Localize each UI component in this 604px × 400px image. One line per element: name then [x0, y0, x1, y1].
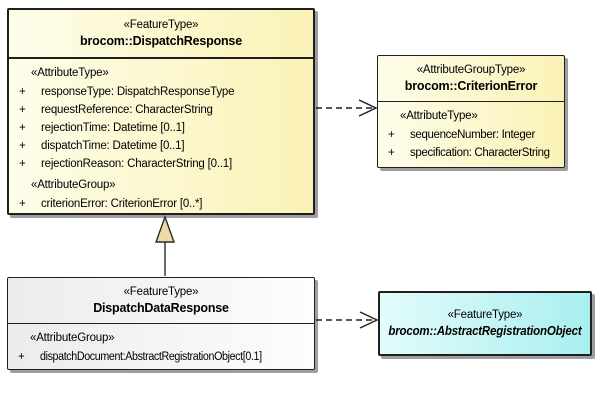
- class-name: brocom::DispatchResponse: [80, 33, 242, 48]
- attribute-row: + requestReference: CharacterString: [9, 101, 313, 119]
- visibility-sign: +: [19, 158, 26, 170]
- visibility-sign: +: [388, 129, 395, 141]
- visibility-sign: +: [19, 122, 26, 134]
- attribute-text: rejectionTime: Datetime [0..1]: [41, 122, 185, 134]
- visibility-sign: +: [388, 147, 395, 159]
- open-arrowhead-icon: [359, 311, 379, 329]
- attribute-text: responseType: DispatchResponseType: [41, 86, 235, 98]
- class-header: «FeatureType» brocom::DispatchResponse: [9, 10, 313, 59]
- class-header: «AttributeGroupType» brocom::CriterionEr…: [378, 56, 564, 102]
- section-heading: «AttributeGroup»: [30, 332, 115, 344]
- stereotype-label: «FeatureType»: [447, 308, 523, 321]
- dependency-connector-dispatchdataresponse-to-abstractregistrationobject[interactable]: [316, 311, 379, 329]
- section-heading: «AttributeType»: [400, 110, 478, 122]
- stereotype-label: «FeatureType»: [123, 18, 199, 31]
- class-name: brocom::AbstractRegistrationObject: [388, 323, 582, 338]
- class-header: «FeatureType» brocom::AbstractRegistrati…: [380, 293, 590, 354]
- attribute-row: + responseType: DispatchResponseType: [9, 83, 313, 101]
- visibility-sign: +: [19, 198, 26, 210]
- stereotype-label: «FeatureType»: [123, 285, 199, 298]
- attribute-row: + rejectionReason: CharacterString [0..1…: [9, 155, 313, 173]
- class-criterion-error[interactable]: «AttributeGroupType» brocom::CriterionEr…: [377, 55, 565, 168]
- section-heading: «AttributeType»: [31, 67, 109, 79]
- section-heading: «AttributeGroup»: [31, 179, 116, 191]
- generalization-connector-dispatchdataresponse-to-dispatchresponse[interactable]: [155, 214, 175, 276]
- attribute-text: specification: CharacterString: [410, 147, 550, 159]
- open-arrowhead-icon: [358, 99, 378, 117]
- attribute-row: + dispatchTime: Datetime [0..1]: [9, 137, 313, 155]
- visibility-sign: +: [19, 104, 26, 116]
- attribute-row: + specification: CharacterString: [378, 144, 564, 162]
- class-dispatch-response[interactable]: «FeatureType» brocom::DispatchResponse «…: [7, 8, 315, 215]
- class-name: brocom::CriterionError: [404, 78, 538, 93]
- stereotype-label: «AttributeGroupType»: [416, 63, 526, 76]
- attribute-text: sequenceNumber: Integer: [410, 129, 535, 141]
- attribute-row: + dispatchDocument:AbstractRegistrationO…: [8, 348, 314, 366]
- attribute-text: dispatchTime: Datetime [0..1]: [41, 140, 185, 152]
- visibility-sign: +: [19, 86, 26, 98]
- attribute-row: + criterionError: CriterionError [0..*]: [9, 195, 313, 213]
- dependency-connector-dispatchresponse-to-criterionerror[interactable]: [316, 99, 378, 117]
- attributes-compartment: «AttributeType» + responseType: Dispatch…: [9, 59, 313, 213]
- attributes-compartment: «AttributeType» + sequenceNumber: Intege…: [378, 102, 564, 162]
- visibility-sign: +: [18, 351, 25, 363]
- attribute-row: + sequenceNumber: Integer: [378, 126, 564, 144]
- attribute-text: criterionError: CriterionError [0..*]: [41, 198, 203, 210]
- attribute-text: requestReference: CharacterString: [41, 104, 213, 116]
- visibility-sign: +: [19, 140, 26, 152]
- class-name: DispatchDataResponse: [93, 300, 229, 315]
- attributes-compartment: «AttributeGroup» + dispatchDocument:Abst…: [8, 324, 314, 366]
- class-dispatch-data-response[interactable]: «FeatureType» DispatchDataResponse «Attr…: [7, 277, 315, 370]
- hollow-triangle-arrowhead-icon: [155, 214, 175, 243]
- class-abstract-registration-object[interactable]: «FeatureType» brocom::AbstractRegistrati…: [378, 291, 592, 356]
- class-header: «FeatureType» DispatchDataResponse: [8, 278, 314, 324]
- attribute-text: rejectionReason: CharacterString [0..1]: [41, 158, 232, 170]
- attribute-row: + rejectionTime: Datetime [0..1]: [9, 119, 313, 137]
- attribute-text: dispatchDocument:AbstractRegistrationObj…: [40, 351, 262, 363]
